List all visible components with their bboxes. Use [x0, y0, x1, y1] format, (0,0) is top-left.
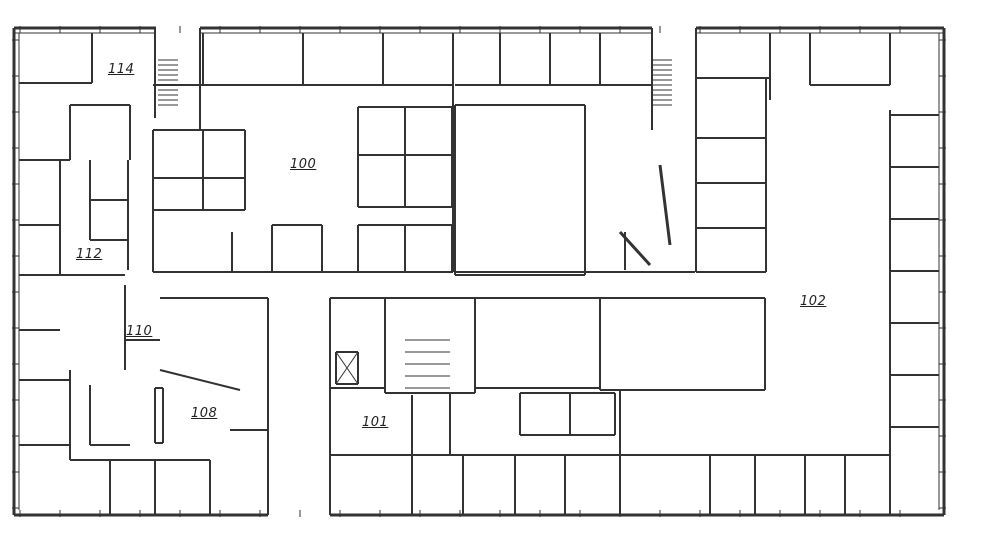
room-label-110: 110	[126, 324, 153, 339]
room-label-102: 102	[800, 294, 827, 309]
wall	[159, 369, 241, 391]
room-label-101: 101	[362, 415, 389, 430]
wall	[335, 351, 359, 385]
wall	[658, 164, 672, 246]
room-label-112: 112	[76, 247, 103, 262]
room-label-108: 108	[191, 406, 218, 421]
room-label-114: 114	[108, 62, 135, 77]
room-label-100: 100	[290, 157, 317, 172]
